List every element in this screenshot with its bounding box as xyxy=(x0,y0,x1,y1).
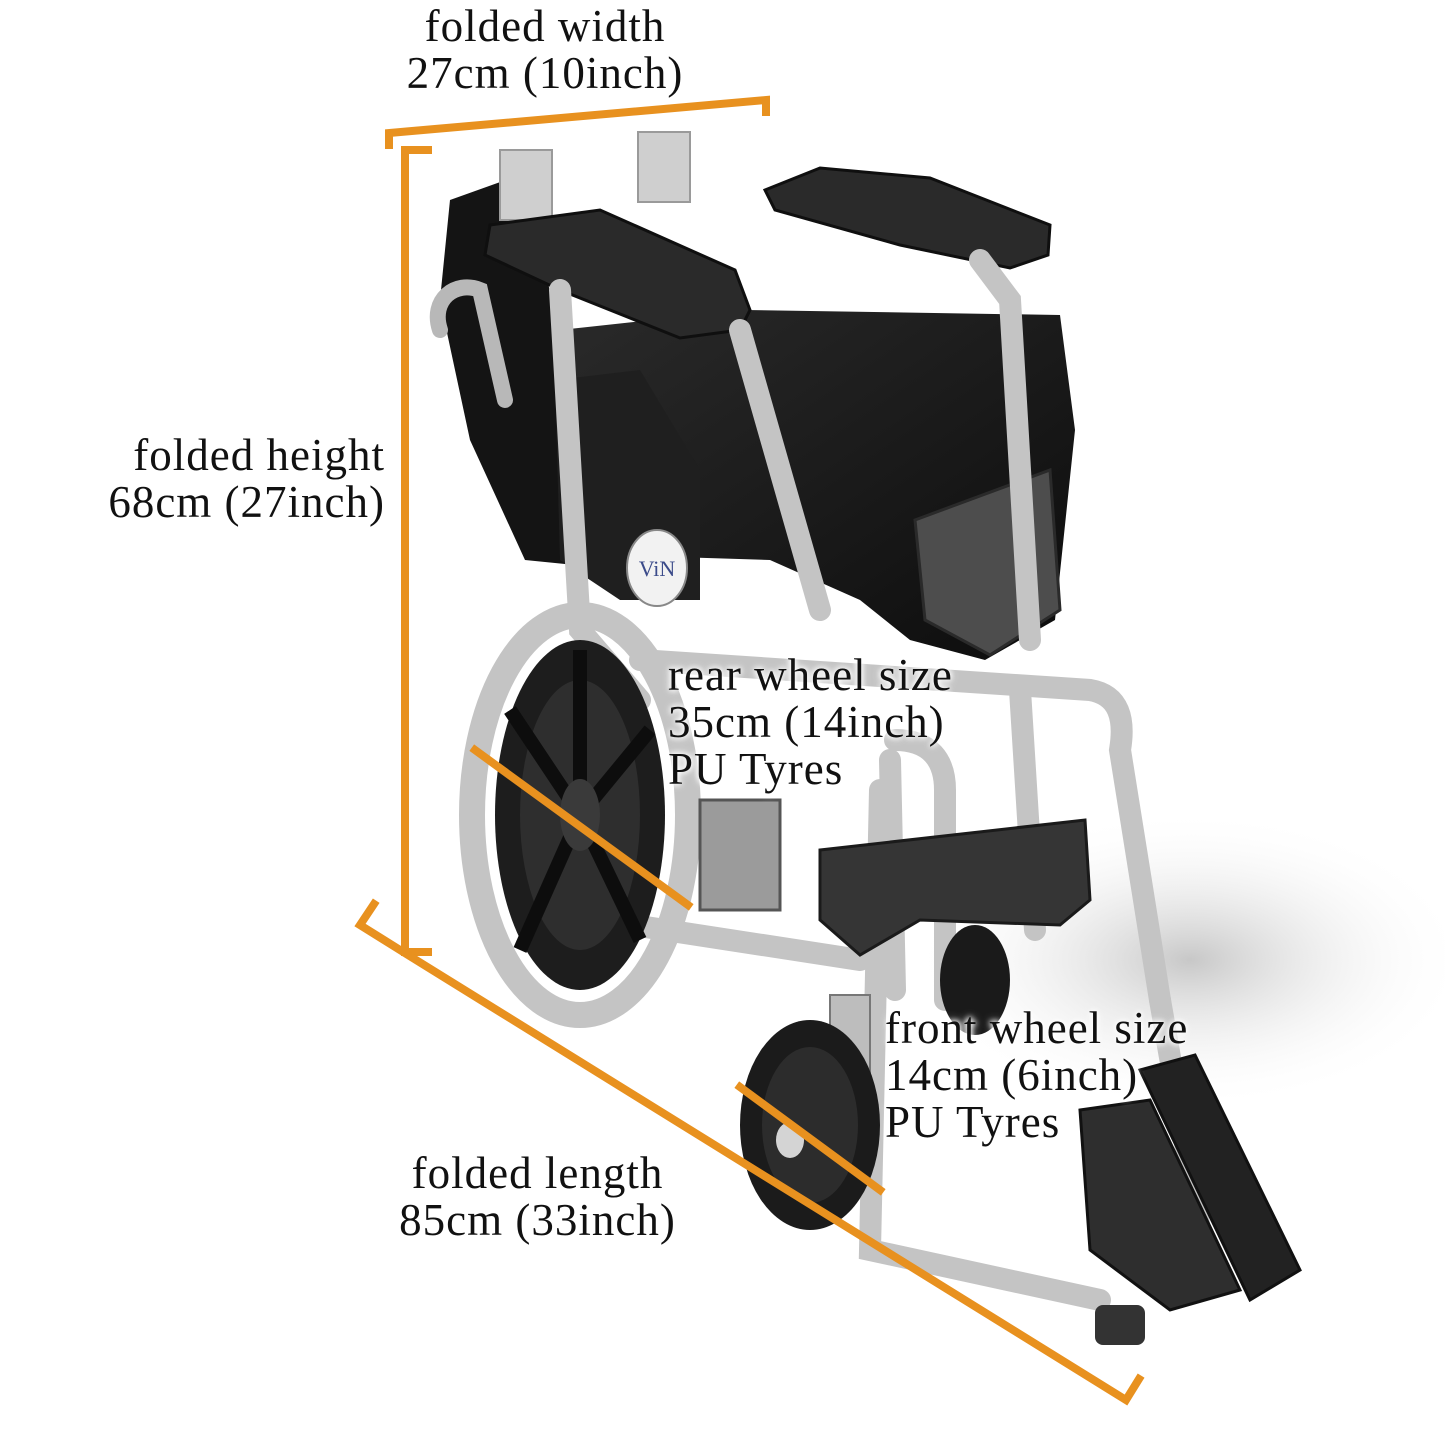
folded-height-value: 68cm (27inch) xyxy=(108,477,385,527)
width-dimension-line xyxy=(385,95,770,149)
rear-wheel-tyre: PU Tyres xyxy=(668,744,844,794)
footplate-right xyxy=(1137,1053,1302,1303)
front-wheel-title: front wheel size xyxy=(885,1003,1189,1053)
back-bracket-left xyxy=(499,149,553,221)
folded-length-value: 85cm (33inch) xyxy=(399,1195,676,1245)
footplate-left xyxy=(1078,1098,1243,1312)
folded-width-label: folded width 27cm (10inch) xyxy=(395,3,695,97)
rear-wheel-title: rear wheel size xyxy=(668,650,953,700)
front-wheel-label: front wheel size 14cm (6inch) PU Tyres xyxy=(885,1005,1188,1146)
folded-width-value: 27cm (10inch) xyxy=(406,48,684,98)
folded-width-title: folded width xyxy=(424,1,666,51)
length-dimension-line xyxy=(354,898,1145,1406)
rear-wheel-label: rear wheel size 35cm (14inch) PU Tyres xyxy=(668,652,953,793)
folded-height-label: folded height 68cm (27inch) xyxy=(60,432,385,526)
folded-length-label: folded length 85cm (33inch) xyxy=(375,1150,700,1244)
dimension-lines xyxy=(354,95,1145,1406)
brake-mechanism xyxy=(698,798,782,912)
anti-tip-wheel xyxy=(940,925,1010,1035)
front-caster-wheel xyxy=(740,1020,880,1230)
rear-wheel xyxy=(459,602,701,1028)
rear-wheel-value: 35cm (14inch) xyxy=(668,697,945,747)
calf-strap xyxy=(818,818,1092,957)
wheelchair-frame xyxy=(549,249,1211,1311)
front-wheel-tyre: PU Tyres xyxy=(885,1097,1061,1147)
rear-wheel-dimension-line xyxy=(469,744,694,911)
footrest-hinge xyxy=(1095,1305,1145,1345)
armrest-right xyxy=(762,166,1052,270)
front-wheel-dimension-line xyxy=(734,1081,886,1196)
brand-badge: ViN xyxy=(639,556,676,581)
back-bracket-right xyxy=(637,131,691,203)
push-handle-left xyxy=(429,279,513,408)
folded-height-title: folded height xyxy=(133,430,385,480)
folded-length-title: folded length xyxy=(411,1148,664,1198)
brand-badge-background xyxy=(626,529,688,607)
front-wheel-value: 14cm (6inch) xyxy=(885,1050,1139,1100)
height-dimension-line xyxy=(401,146,432,956)
